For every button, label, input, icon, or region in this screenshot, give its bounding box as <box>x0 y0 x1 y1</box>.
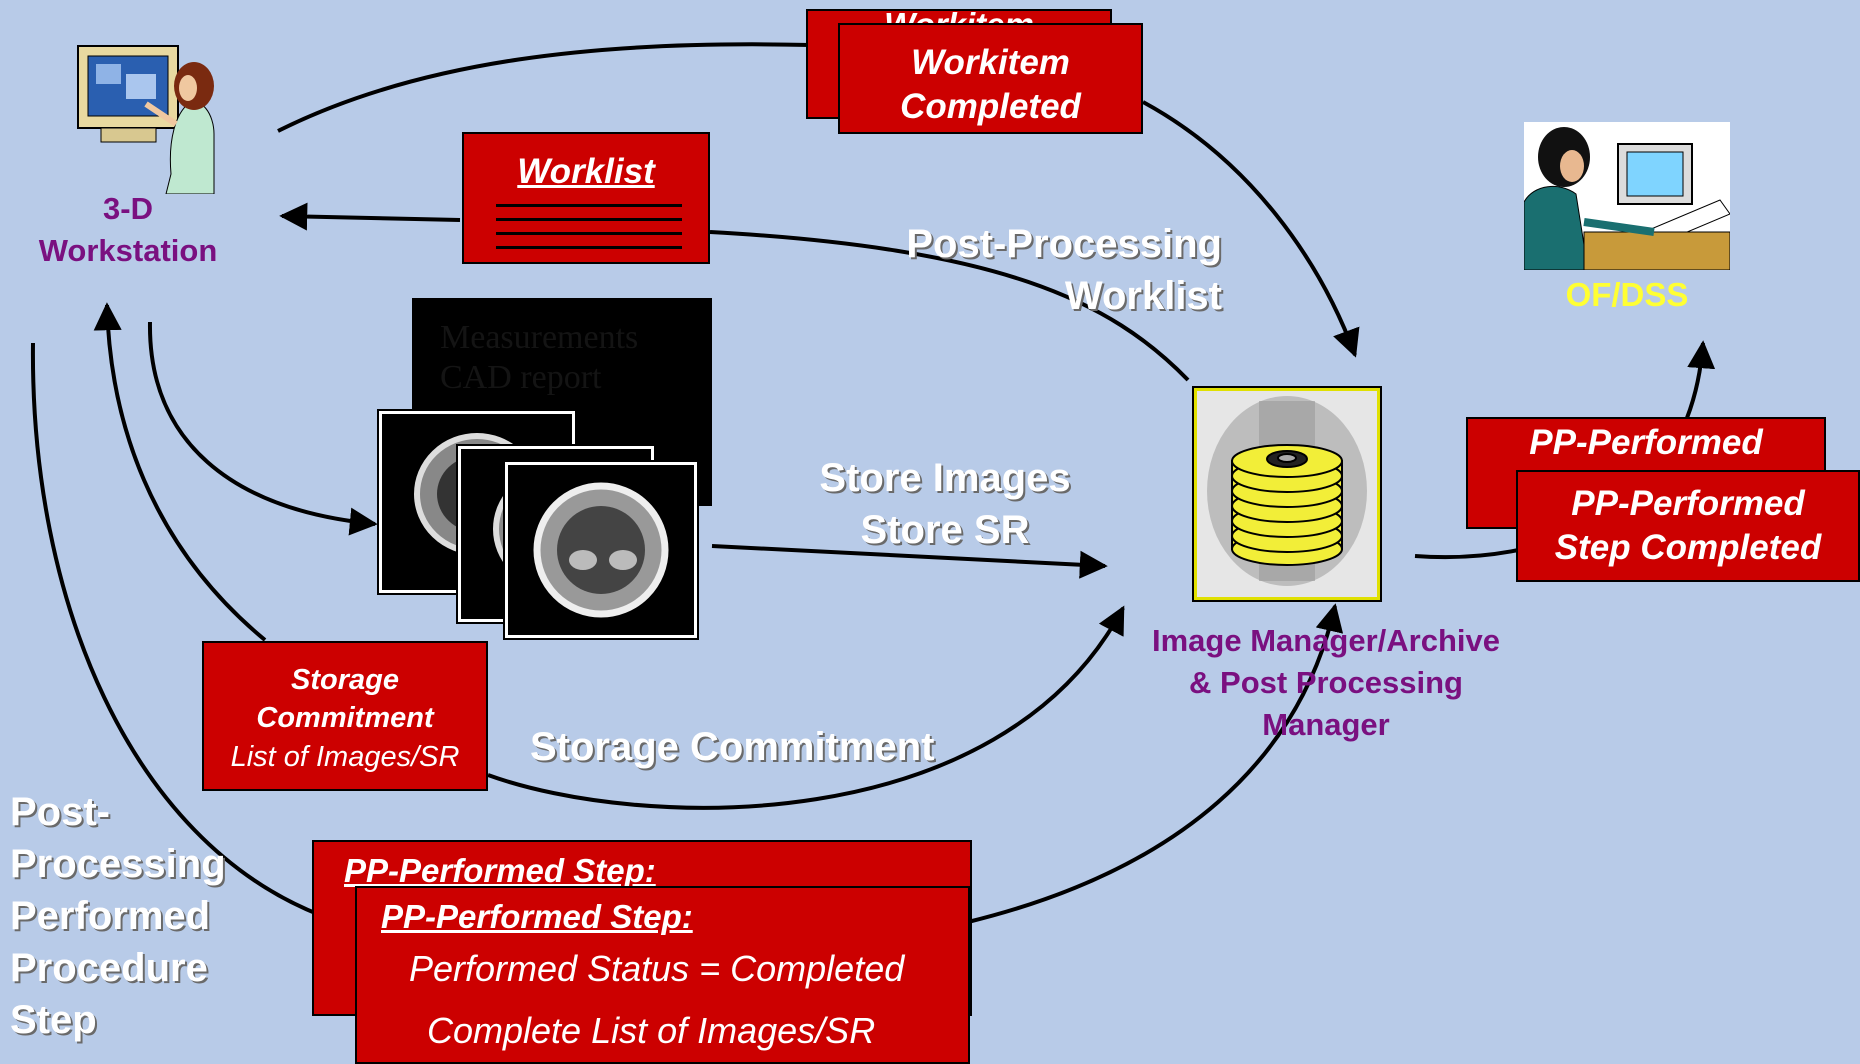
arrow-commitment-to-workstation <box>93 302 267 642</box>
workitem-completed-box: Workitem Completed <box>838 23 1143 134</box>
arrow-store-images <box>711 544 1108 579</box>
pp-step-front-box: PP-Performed Step: Performed Status = Co… <box>355 886 970 1064</box>
arrow-workitem-completed <box>277 42 811 133</box>
pp-step-front-status: Performed Status = Completed <box>409 948 905 989</box>
pp-performed-step-completed-box: PP-Performed Step Completed <box>1516 470 1860 582</box>
post-processing-worklist-label: Post-Processing Worklist <box>906 222 1222 318</box>
user-at-computer-icon <box>1523 122 1731 271</box>
storage-commitment-list: List of Images/SR <box>230 741 460 773</box>
arrow-worklist-line <box>709 230 1190 382</box>
ppps-label: Post- Processing Performed Procedure Ste… <box>10 790 226 1042</box>
arrow-ppps-loop <box>30 342 321 917</box>
store-images-label: Store Images Store SR <box>819 456 1071 552</box>
pp-step-front-title: PP-Performed Step: <box>381 898 693 935</box>
arrow-worklist-to-workstation <box>279 202 461 231</box>
arrow-workstation-to-images <box>147 321 378 536</box>
worklist-lines <box>496 204 682 260</box>
arrow-commitment-to-manager <box>487 605 1125 810</box>
storage-commitment-title: Storage Commitment <box>256 664 434 734</box>
pp-step-front-list: Complete List of Images/SR <box>427 1010 876 1051</box>
storage-commitment-box: Storage Commitment List of Images/SR <box>202 641 488 791</box>
worklist-title: Worklist <box>517 152 655 191</box>
ofdss-label: OF/DSS <box>1565 276 1689 313</box>
ct-image-3 <box>503 460 699 640</box>
arrow-ppps-to-manager <box>967 603 1344 924</box>
image-manager-label: Image Manager/Archive & Post Processing … <box>1151 623 1501 742</box>
pp-step-back-title: PP-Performed Step: <box>344 852 656 889</box>
radiologist-at-workstation-icon <box>76 44 216 195</box>
workstation-label: 3-D Workstation <box>38 191 218 268</box>
archive-disk-stack-icon <box>1192 386 1382 602</box>
worklist-box: Worklist <box>462 132 710 264</box>
storage-commitment-label: Storage Commitment <box>530 725 935 769</box>
pp-performed-back-text: PP-Performed <box>1529 423 1763 462</box>
report-document-text: Measurements CAD report <box>440 319 639 396</box>
arrow-workitem-to-manager <box>1142 100 1360 358</box>
